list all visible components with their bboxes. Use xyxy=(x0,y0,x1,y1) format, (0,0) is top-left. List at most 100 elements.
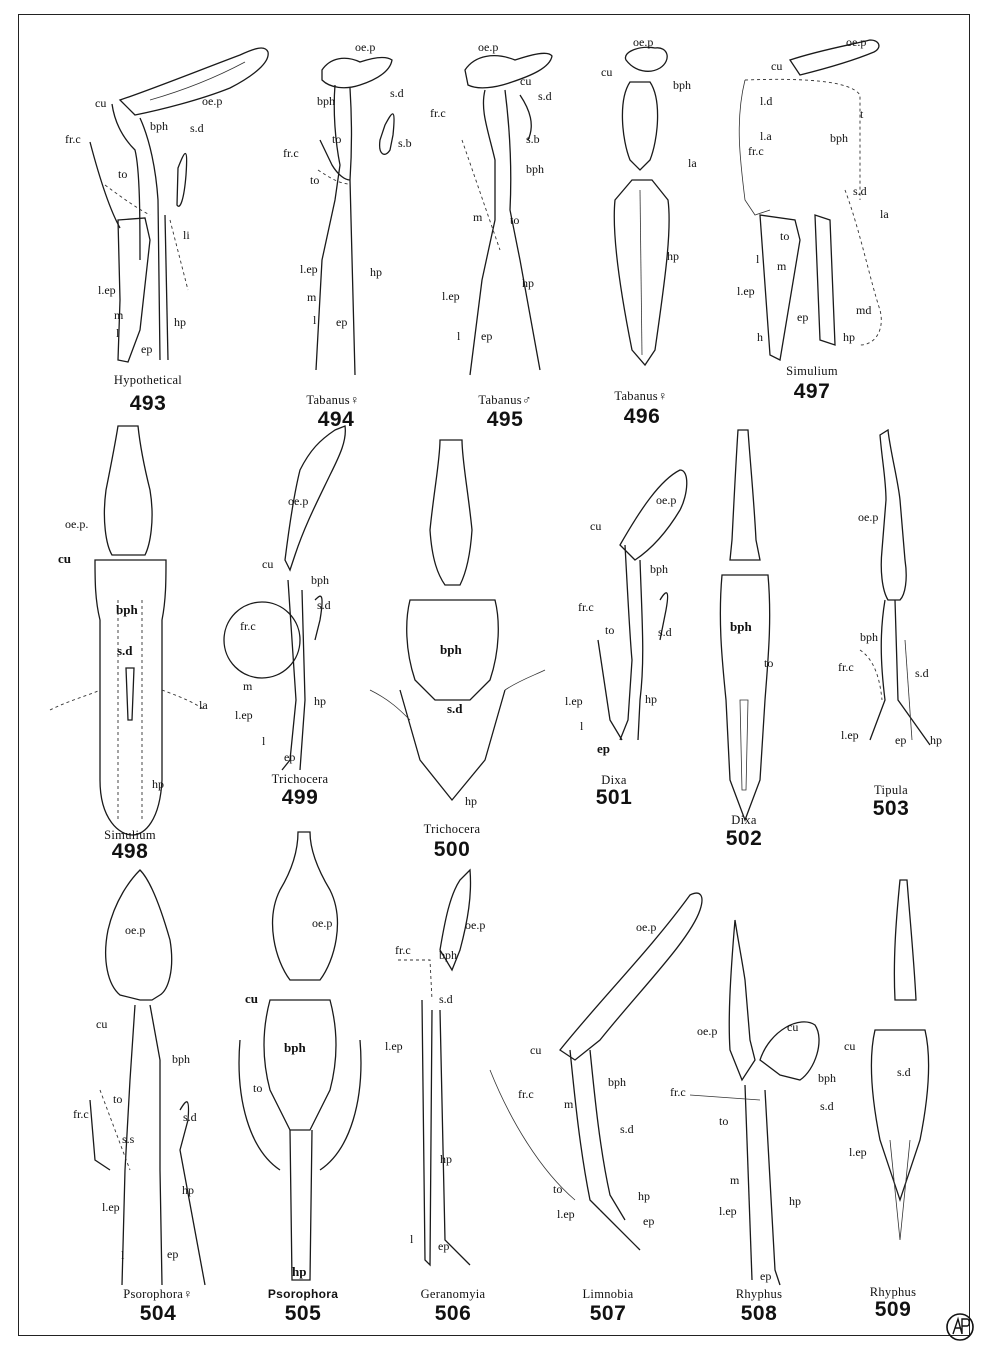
label-496-hp: hp xyxy=(667,250,679,262)
label-503-oep: oe.p xyxy=(858,511,878,523)
label-499-ep: ep xyxy=(284,751,295,763)
label-493-frc: fr.c xyxy=(65,133,81,145)
caption-495: Tabanus♂ xyxy=(478,393,531,408)
label-498-hp: hp xyxy=(152,778,164,790)
label-493-lep: l.ep xyxy=(98,284,116,296)
figure-number-505: 505 xyxy=(285,1302,322,1326)
label-497-to: to xyxy=(780,230,789,242)
figure-number-495: 495 xyxy=(487,408,524,432)
label-501-hp: hp xyxy=(645,693,657,705)
label-508-lep: l.ep xyxy=(719,1205,737,1217)
label-495-to: to xyxy=(510,214,519,226)
figure-498-drawing xyxy=(50,426,205,835)
label-497-m: m xyxy=(777,260,786,272)
label-493-li: li xyxy=(183,229,190,241)
label-507-ep: ep xyxy=(643,1215,654,1227)
caption-506: Geranomyia xyxy=(421,1287,486,1302)
label-501-to: to xyxy=(605,624,614,636)
label-502-to: to xyxy=(764,657,773,669)
label-496-cu: cu xyxy=(601,66,612,78)
label-494-sb: s.b xyxy=(398,137,412,149)
label-501-l: l xyxy=(580,720,583,732)
label-507-frc: fr.c xyxy=(518,1088,534,1100)
label-504-hp: hp xyxy=(182,1184,194,1196)
label-494-hp: hp xyxy=(370,266,382,278)
label-505-oep: oe.p xyxy=(312,917,332,929)
caption-502: Dixa xyxy=(731,813,757,828)
label-506-bph: bph xyxy=(439,949,457,961)
label-504-ss: s.s xyxy=(122,1133,134,1145)
label-493-to: to xyxy=(118,168,127,180)
caption-503: Tipula xyxy=(874,783,908,798)
figure-number-500: 500 xyxy=(434,838,471,862)
label-497-frc: fr.c xyxy=(748,145,764,157)
label-508-to: to xyxy=(719,1115,728,1127)
label-497-hp: hp xyxy=(843,331,855,343)
label-509-sd: s.d xyxy=(897,1066,911,1078)
label-495-ep: ep xyxy=(481,330,492,342)
figure-509-drawing xyxy=(871,880,928,1240)
label-504-to: to xyxy=(113,1093,122,1105)
label-504-bph: bph xyxy=(172,1053,190,1065)
label-504-oep: oe.p xyxy=(125,924,145,936)
label-499-hp: hp xyxy=(314,695,326,707)
caption-504: Psorophora♀ xyxy=(123,1287,193,1302)
caption-493: Hypothetical xyxy=(114,373,182,388)
label-508-ep: ep xyxy=(760,1270,771,1282)
publisher-monogram xyxy=(945,1312,975,1342)
figure-number-506: 506 xyxy=(435,1302,472,1326)
label-507-sd: s.d xyxy=(620,1123,634,1135)
label-494-sd: s.d xyxy=(390,87,404,99)
label-497-md: md xyxy=(856,304,871,316)
caption-497: Simulium xyxy=(786,364,838,379)
label-503-ep: ep xyxy=(895,734,906,746)
figure-number-508: 508 xyxy=(741,1302,778,1326)
label-494-lep: l.ep xyxy=(300,263,318,275)
label-497-h: h xyxy=(757,331,763,343)
label-497-t: t xyxy=(860,108,863,120)
label-495-m: m xyxy=(473,211,482,223)
figure-number-497: 497 xyxy=(794,380,831,404)
label-500-bph: bph xyxy=(440,644,462,656)
caption-496: Tabanus♀ xyxy=(614,389,667,404)
label-494-to2: to xyxy=(310,174,319,186)
figure-number-496: 496 xyxy=(624,405,661,429)
label-493-hp: hp xyxy=(174,316,186,328)
label-504-cu: cu xyxy=(96,1018,107,1030)
label-495-lep: l.ep xyxy=(442,290,460,302)
label-506-l: l xyxy=(410,1233,413,1245)
label-499-sd: s.d xyxy=(317,599,331,611)
label-506-oep: oe.p xyxy=(465,919,485,931)
label-508-sd: s.d xyxy=(820,1100,834,1112)
label-498-la: la xyxy=(199,699,208,711)
label-507-oep: oe.p xyxy=(636,921,656,933)
figure-504-drawing xyxy=(90,870,205,1285)
label-501-oep: oe.p xyxy=(656,494,676,506)
label-507-bph: bph xyxy=(608,1076,626,1088)
label-504-frc: fr.c xyxy=(73,1108,89,1120)
label-500-sd: s.d xyxy=(447,703,463,715)
figure-number-504: 504 xyxy=(140,1302,177,1326)
label-506-sd: s.d xyxy=(439,993,453,1005)
label-498-oep: oe.p. xyxy=(65,518,88,530)
label-495-sb: s.b xyxy=(526,133,540,145)
label-509-lep: l.ep xyxy=(849,1146,867,1158)
label-501-sd: s.d xyxy=(658,626,672,638)
label-503-sd: s.d xyxy=(915,667,929,679)
caption-507: Limnobia xyxy=(582,1287,633,1302)
label-495-bph: bph xyxy=(526,163,544,175)
label-495-cu: cu xyxy=(520,75,531,87)
label-504-lep: l.ep xyxy=(102,1201,120,1213)
caption-505: Psorophora xyxy=(268,1287,338,1301)
label-498-bph: bph xyxy=(116,604,138,616)
label-508-cu: cu xyxy=(787,1021,798,1033)
label-505-to: to xyxy=(253,1082,262,1094)
label-498-cu: cu xyxy=(58,553,71,565)
figure-501-drawing xyxy=(598,470,687,740)
label-505-hp: hp xyxy=(292,1266,306,1278)
label-497-oep: oe.p xyxy=(846,36,866,48)
label-494-oep: oe.p xyxy=(355,41,375,53)
caption-508: Rhyphus xyxy=(736,1287,783,1302)
figure-496-drawing xyxy=(614,47,669,365)
